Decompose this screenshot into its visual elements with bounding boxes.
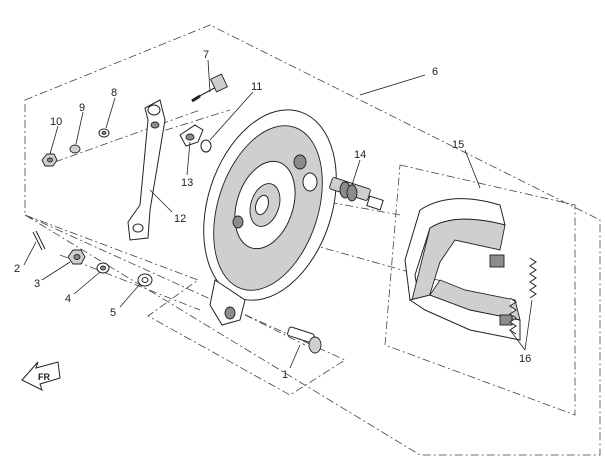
callout-4: 4 xyxy=(65,293,71,305)
callout-5: 5 xyxy=(110,307,116,319)
callout-9: 9 xyxy=(79,102,85,114)
callout-labels: 1 2 3 4 5 6 7 8 9 10 11 12 13 14 15 16 xyxy=(14,49,531,381)
callout-1: 1 xyxy=(282,369,288,381)
callout-14: 14 xyxy=(354,149,366,161)
direction-marker-label: FR xyxy=(38,372,50,382)
washer-4 xyxy=(96,262,110,274)
bolt-7 xyxy=(191,73,228,103)
direction-marker-icon: FR xyxy=(21,361,61,391)
assembly-outline-6 xyxy=(24,24,601,456)
cotter-pin-2 xyxy=(32,230,46,251)
brake-shoe-outline-15 xyxy=(384,164,576,416)
washer-8 xyxy=(98,128,110,138)
callout-6: 6 xyxy=(432,66,438,78)
pin-1 xyxy=(287,326,322,354)
leader-lines xyxy=(23,59,533,369)
callout-8: 8 xyxy=(111,87,117,99)
wear-indicator-13 xyxy=(179,124,204,147)
brake-panel-6 xyxy=(203,109,337,326)
brake-arm-12 xyxy=(127,99,166,241)
nut-10 xyxy=(41,153,58,167)
brake-shoes-15 xyxy=(404,198,521,341)
callout-13: 13 xyxy=(181,177,193,189)
callout-11: 11 xyxy=(251,81,262,93)
callout-15: 15 xyxy=(452,139,464,151)
callout-2: 2 xyxy=(14,263,20,275)
spring-washer-9 xyxy=(69,144,81,154)
nut-3 xyxy=(67,249,86,265)
callout-3: 3 xyxy=(34,278,40,290)
callout-7: 7 xyxy=(203,49,209,61)
springs-16 xyxy=(509,257,537,335)
callout-10: 10 xyxy=(50,116,62,128)
o-ring-11 xyxy=(200,139,212,153)
callout-12: 12 xyxy=(174,213,186,225)
callout-16: 16 xyxy=(519,353,531,365)
brake-cam-14 xyxy=(329,177,384,211)
washer-5 xyxy=(137,273,153,287)
